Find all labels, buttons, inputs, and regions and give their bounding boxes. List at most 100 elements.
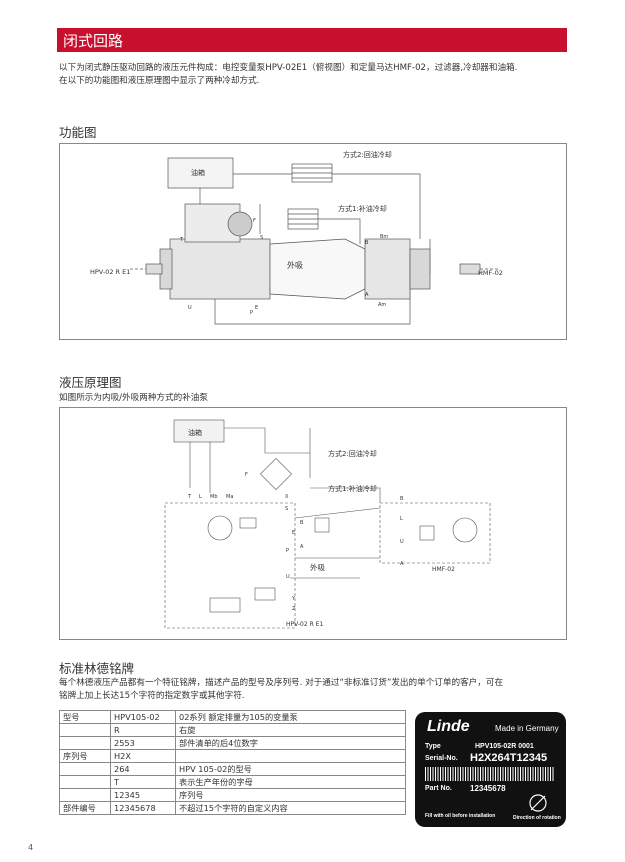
fd-port-t: T (179, 237, 184, 243)
table-cell-c1: 12345 (110, 788, 176, 802)
hd-u: U (286, 574, 290, 580)
table-cell-c0 (59, 723, 111, 737)
fd-port-am: Am (378, 302, 386, 308)
table-cell-c1: 2553 (110, 736, 176, 750)
table-cell-c2: HPV 105-02的型号 (175, 762, 406, 776)
function-diagram: 油箱 方式2:回油冷却 方式1:补油冷却 外吸 HPV-02 R E1 HMF-… (59, 143, 567, 340)
hydraulic-diagram-title: 液压原理图 (59, 375, 122, 390)
hd-f: F (245, 472, 248, 478)
hd-tank-label: 油箱 (188, 428, 202, 437)
plate-barcode (425, 767, 555, 781)
fd-port-p: P (250, 310, 253, 316)
fd-external-label: 外吸 (287, 260, 303, 270)
section-banner: 闭式回路 (57, 28, 567, 52)
hd-s: S (285, 506, 288, 512)
intro-line: 以下为闭式静压驱动回路的液压元件构成：电控变量泵HPV-02E1（俯视图）和定量… (59, 63, 518, 73)
table-cell-c2 (175, 749, 406, 763)
table-cell-c0 (59, 775, 111, 789)
hd-mb: Mb (210, 494, 218, 500)
plate-type-label: Type (425, 743, 441, 750)
intro-paragraph: 以下为闭式静压驱动回路的液压元件构成：电控变量泵HPV-02E1（俯视图）和定量… (59, 62, 569, 88)
linde-nameplate: Linde Made in Germany Type HPV105-02R 00… (415, 712, 566, 827)
hd-e: E (292, 530, 295, 536)
table-cell-c2: 右旋 (175, 723, 406, 737)
plate-part-label: Part No. (425, 785, 452, 792)
hd-y: Y (291, 596, 296, 602)
table-cell-c1: T (110, 775, 176, 789)
hydraulic-diagram-subtitle: 如图所示为内吸/外吸两种方式的补油泵 (59, 393, 208, 403)
plate-rotation-note: Direction of rotation (513, 815, 561, 821)
table-cell-c1: HPV105-02 (110, 710, 176, 724)
pump-body (169, 238, 271, 300)
hydraulic-diagram-svg: 油箱 方式2:回油冷却 方式1:补油冷却 外吸 HPV-02 R E1 HMF-… (164, 419, 491, 629)
table-cell-c2: 不超过15个字符的自定义内容 (175, 801, 406, 815)
plate-serial-label: Serial-No. (425, 755, 458, 762)
plate-part-value: 12345678 (470, 784, 506, 793)
hd-motor-frame (379, 502, 491, 564)
fd-port-b: B (365, 240, 369, 246)
section-title: 闭式回路 (63, 32, 124, 50)
fd-port-bm: Bm (380, 234, 388, 240)
hd-external-label: 外吸 (310, 562, 325, 572)
fd-cooling2-label: 方式2:回油冷却 (343, 150, 392, 159)
hd-z: Z (292, 606, 296, 612)
table-cell-c0: 型号 (59, 710, 111, 724)
hd-a: A (300, 544, 304, 550)
fd-port-s: S (260, 235, 263, 241)
fd-port-a: A (365, 292, 369, 298)
nameplate-intro-line: 每个林德液压产品都有一个特征铭牌，描述产品的型号及序列号. 对于通过“非标准订货… (59, 678, 504, 688)
hd-x: X (285, 494, 289, 500)
table-cell-c1: R (110, 723, 176, 737)
hd-motor-a: A (400, 561, 404, 567)
fd-cooling1-label: 方式1:补油冷却 (338, 204, 387, 213)
hd-pump-label: HPV-02 R E1 (286, 621, 323, 628)
hd-motor-b: B (400, 496, 404, 502)
table-cell-c2: 部件清单的后4位数字 (175, 736, 406, 750)
table-cell-c0: 部件编号 (59, 801, 111, 815)
hd-b: B (300, 520, 304, 526)
table-cell-c0 (59, 788, 111, 802)
hd-motor-u: U (400, 539, 404, 545)
table-cell-c2: 02系列 额定排量为105的变量泵 (175, 710, 406, 724)
plate-type-value: HPV105-02R 0001 (475, 743, 534, 750)
nameplate-title: 标准林德铭牌 (59, 661, 135, 676)
plate-serial-value: H2X264T12345 (470, 752, 548, 764)
hd-l: L (199, 494, 202, 500)
table-cell-c1: H2X (110, 749, 176, 763)
page-number: 4 (28, 843, 34, 852)
hd-motor-label: HMF-02 (432, 566, 455, 573)
plate-fill-note: Fill with oil before installation (425, 813, 496, 819)
fd-port-f: F (253, 218, 256, 224)
intro-line: 在以下的功能图和液压原理图中显示了两种冷却方式. (59, 76, 260, 86)
rotation-arrow-icon (529, 794, 547, 812)
table-cell-c0 (59, 736, 111, 750)
hd-cooling1-label: 方式1:补油冷却 (328, 484, 377, 493)
fd-tank-label: 油箱 (191, 168, 205, 177)
fd-port-e: E (255, 305, 258, 311)
function-diagram-svg: 油箱 方式2:回油冷却 方式1:补油冷却 外吸 HPV-02 R E1 HMF-… (90, 150, 503, 325)
fd-pump-label: HPV-02 R E1 (90, 268, 130, 276)
table-cell-c2: 表示生产年份的字母 (175, 775, 406, 789)
nameplate-intro-line: 铭牌上加上长达15个字符的指定数字或其他字符. (59, 691, 245, 701)
hd-p: P (286, 548, 289, 554)
table-cell-c2: 序列号 (175, 788, 406, 802)
hd-motor-l: L (400, 516, 403, 522)
plate-made: Made in Germany (495, 724, 559, 733)
hd-cooling2-label: 方式2:回油冷却 (328, 449, 377, 458)
hd-ma: Ma (226, 494, 233, 500)
hydraulic-diagram: 油箱 方式2:回油冷却 方式1:补油冷却 外吸 HPV-02 R E1 HMF-… (59, 407, 567, 640)
table-cell-c1: 264 (110, 762, 176, 776)
function-diagram-title: 功能图 (59, 125, 97, 140)
hd-t: T (187, 494, 192, 500)
hd-pump-frame (164, 502, 296, 629)
tank-shape (167, 157, 234, 189)
fd-motor-label: HMF-02 (478, 269, 503, 277)
